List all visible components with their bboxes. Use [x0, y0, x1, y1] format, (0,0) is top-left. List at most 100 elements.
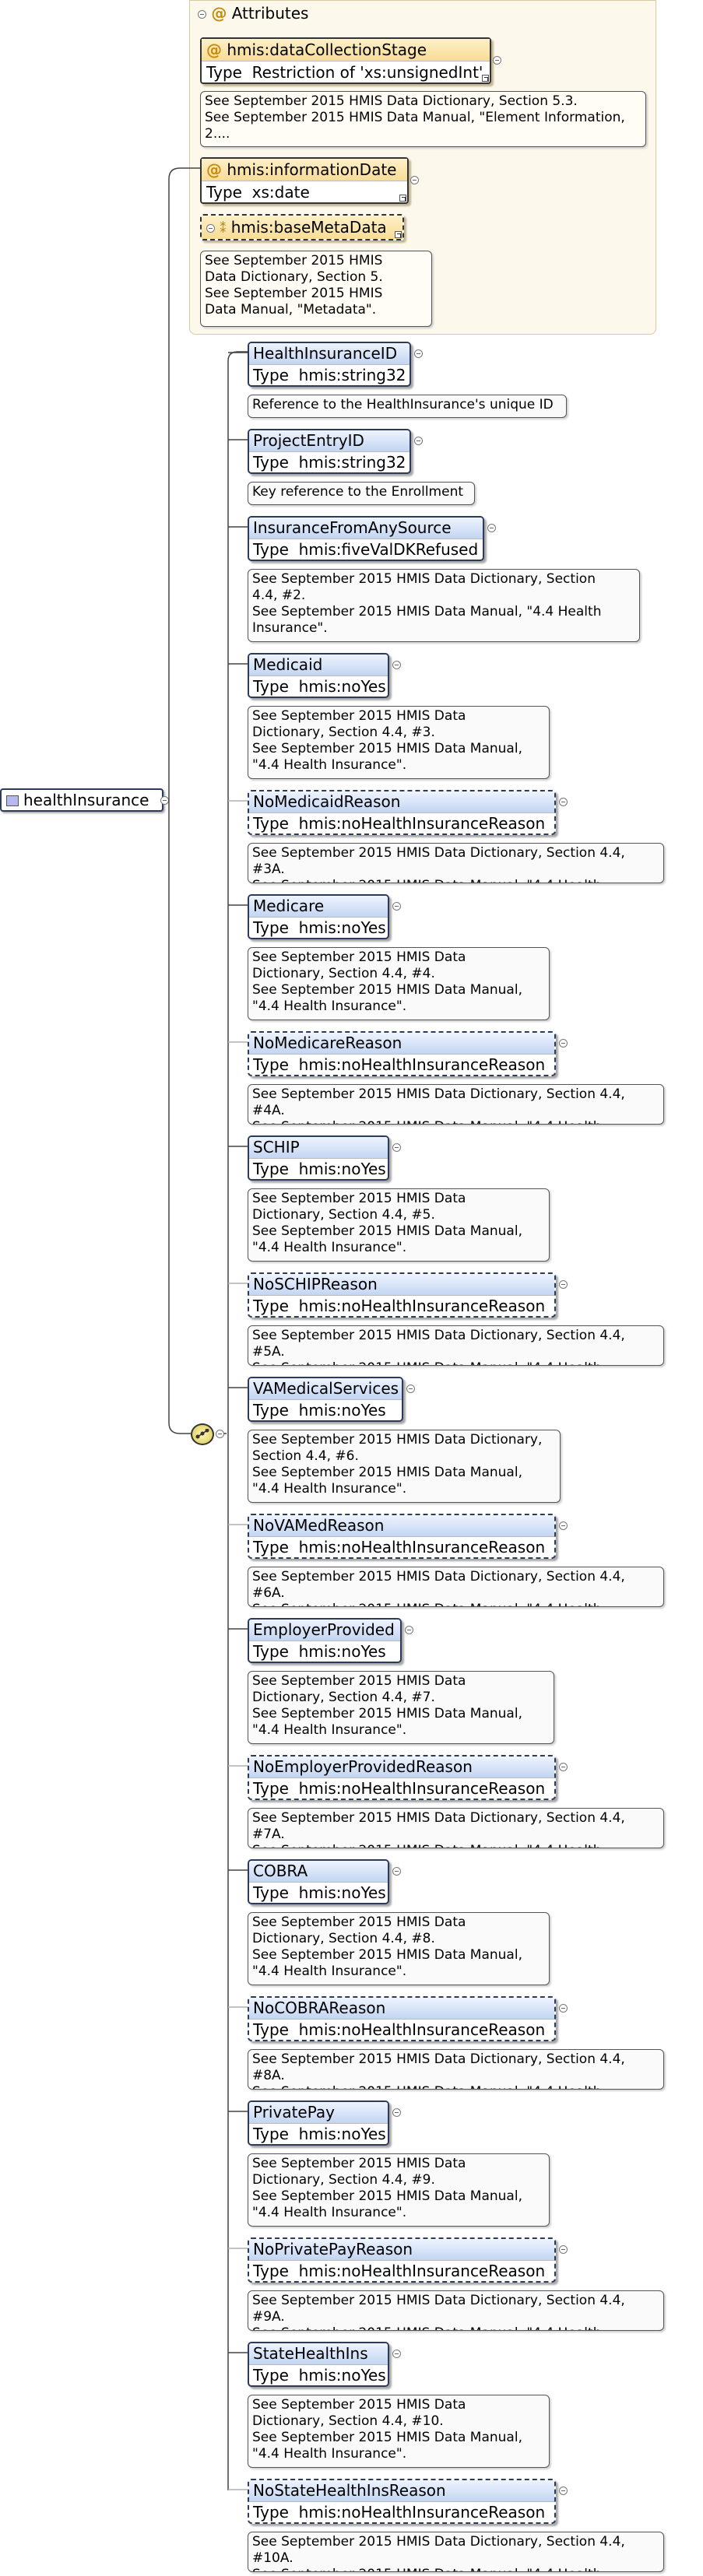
expand-connector-icon[interactable]	[392, 902, 401, 911]
element-doc: See September 2015 HMIS Data Dictionary,…	[248, 1084, 664, 1125]
type-label: Type	[253, 677, 289, 696]
attributes-header[interactable]: @ Attributes	[198, 4, 308, 23]
element-doc: See September 2015 HMIS Data Dictionary,…	[248, 843, 664, 883]
type-label: Type	[206, 183, 242, 202]
type-label: Type	[253, 2503, 289, 2522]
attribute-doc: See September 2015 HMIS Data Dictionary,…	[200, 91, 646, 147]
attribute-data-collection-stage[interactable]: @ hmis:dataCollectionStage Type Restrict…	[200, 37, 491, 84]
attribute-name: hmis:dataCollectionStage	[227, 40, 427, 59]
attribute-base-meta-data[interactable]: ⁑ hmis:baseMetaData	[200, 214, 404, 240]
type-label: Type	[253, 1642, 289, 1661]
element-health-insurance-id[interactable]: HealthInsuranceID Type hmis:string32	[248, 342, 411, 387]
type-link-icon[interactable]	[482, 75, 489, 82]
type-label: Type	[253, 366, 289, 384]
type-link-icon[interactable]	[399, 195, 406, 202]
type-link-icon[interactable]	[395, 231, 402, 238]
element-doc: See September 2015 HMIS Data Dictionary,…	[248, 1808, 664, 1848]
attributes-title: Attributes	[231, 4, 309, 23]
expand-connector-icon[interactable]	[405, 1626, 413, 1634]
sequence-compositor-icon[interactable]	[191, 1423, 214, 1445]
expand-connector-icon[interactable]	[559, 1763, 568, 1771]
type-label: Type	[206, 63, 242, 82]
element-type-row: Type hmis:noHealthInsuranceReason	[249, 2260, 554, 2281]
element-type: hmis:string32	[298, 366, 406, 384]
element-doc: See September 2015 HMIS Data Dictionary,…	[248, 2153, 550, 2227]
expand-connector-icon[interactable]	[559, 1280, 568, 1289]
expand-connector-icon[interactable]	[216, 1430, 224, 1438]
element-doc: See September 2015 HMIS Data Dictionary,…	[248, 2532, 664, 2572]
element-type-row: Type hmis:fiveValDKRefused	[249, 539, 483, 560]
element-doc: See September 2015 HMIS Data Dictionary,…	[248, 1430, 561, 1503]
expand-connector-icon[interactable]	[559, 1521, 568, 1530]
element-type: hmis:noYes	[298, 1883, 386, 1902]
type-label: Type	[253, 2366, 289, 2385]
attribute-icon: @	[206, 40, 222, 59]
element-type-row: Type hmis:string32	[249, 451, 409, 472]
collapse-icon[interactable]	[198, 10, 206, 19]
expand-connector-icon[interactable]	[559, 1039, 568, 1048]
expand-connector-icon[interactable]	[392, 1867, 401, 1876]
element-type: hmis:noYes	[298, 1160, 386, 1178]
expand-connector-icon[interactable]	[392, 661, 401, 669]
expand-connector-icon[interactable]	[392, 2108, 401, 2117]
element-name: InsuranceFromAnySource	[249, 518, 483, 539]
element-doc: See September 2015 HMIS Data Dictionary,…	[248, 2290, 664, 2331]
element-type-row: Type hmis:noYes	[249, 676, 388, 697]
expand-connector-icon[interactable]	[392, 2350, 401, 2358]
expand-connector-icon[interactable]	[559, 2245, 568, 2254]
element-type-row: Type hmis:noYes	[249, 1882, 388, 1903]
root-element[interactable]: healthInsurance	[0, 788, 163, 812]
element-name: NoEmployerProvidedReason	[249, 1757, 554, 1778]
element-doc: See September 2015 HMIS Data Dictionary,…	[248, 706, 550, 779]
element-type: hmis:noYes	[298, 677, 386, 696]
expand-connector-icon[interactable]	[559, 2004, 568, 2013]
element-name: HealthInsuranceID	[249, 343, 409, 364]
type-label: Type	[253, 1538, 289, 1556]
element-type: hmis:string32	[298, 453, 406, 472]
expand-connector-icon[interactable]	[559, 2487, 568, 2495]
expand-connector-icon[interactable]	[487, 524, 496, 532]
element-icon	[6, 795, 19, 806]
attribute-doc: See September 2015 HMIS Data Dictionary,…	[200, 251, 432, 327]
expand-connector-icon[interactable]	[410, 176, 419, 184]
collapse-icon[interactable]	[206, 224, 215, 233]
type-label: Type	[253, 453, 289, 472]
element-name: NoVAMedReason	[249, 1515, 554, 1536]
element-type: hmis:noYes	[298, 1401, 386, 1420]
element-name: NoCOBRAReason	[249, 1998, 554, 2019]
expand-connector-icon[interactable]	[414, 349, 423, 358]
expand-connector-icon[interactable]	[559, 798, 568, 806]
element-name: Medicare	[249, 896, 388, 917]
expand-connector-icon[interactable]	[406, 1385, 415, 1393]
expand-connector-icon[interactable]	[414, 437, 423, 445]
attribute-information-date[interactable]: @ hmis:informationDate Type xs:date	[200, 157, 409, 204]
attribute-type: Restriction of 'xs:unsignedInt'	[251, 63, 483, 82]
element-type-row: Type hmis:noHealthInsuranceReason	[249, 1054, 554, 1075]
element-name: COBRA	[249, 1861, 388, 1882]
expand-connector-icon[interactable]	[392, 1143, 401, 1152]
type-label: Type	[253, 1055, 289, 1074]
element-name: ProjectEntryID	[249, 430, 409, 451]
element-type: hmis:noHealthInsuranceReason	[298, 2503, 546, 2522]
element-name: NoStateHealthInsReason	[249, 2480, 554, 2501]
type-label: Type	[253, 1401, 289, 1420]
expand-connector-icon[interactable]	[493, 56, 501, 65]
